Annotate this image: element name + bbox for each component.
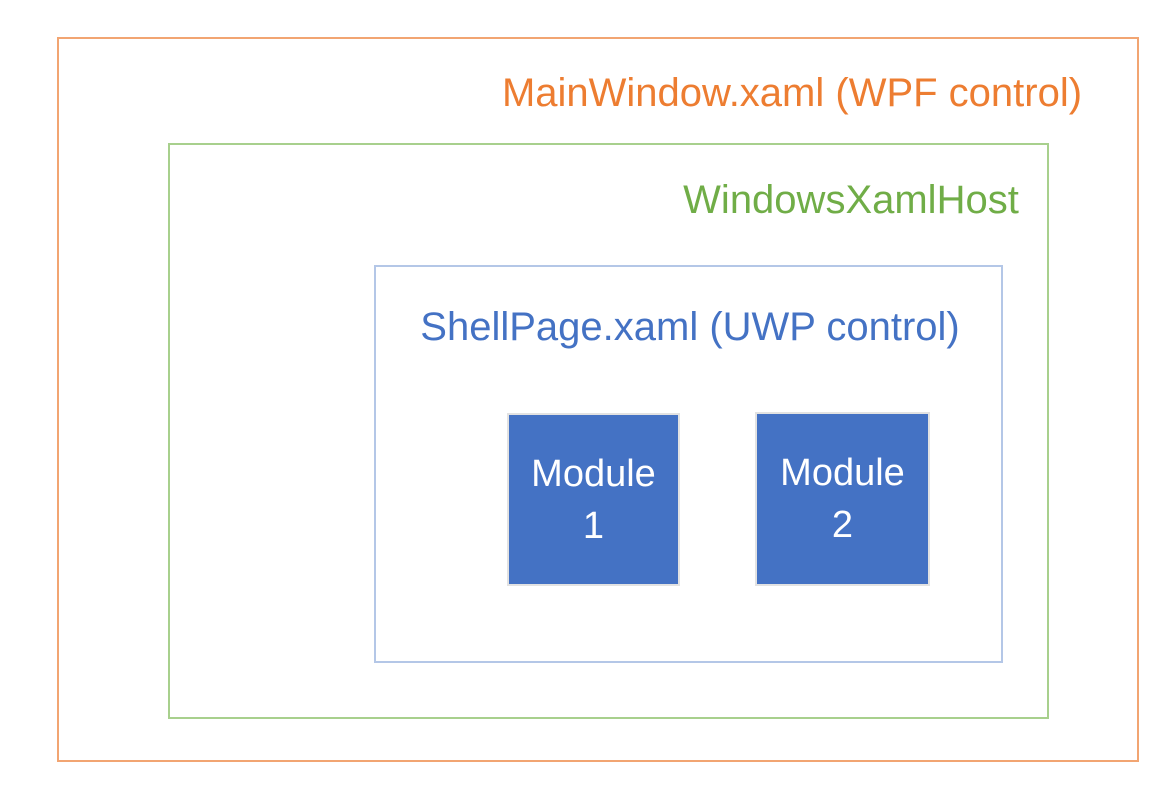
shellpage-label: ShellPage.xaml (UWP control) bbox=[420, 305, 960, 349]
windowsxamlhost-box: WindowsXamlHost ShellPage.xaml (UWP cont… bbox=[168, 143, 1049, 719]
mainwindow-box: MainWindow.xaml (WPF control) WindowsXam… bbox=[57, 37, 1139, 762]
windowsxamlhost-label: WindowsXamlHost bbox=[683, 178, 1019, 222]
module-1-label-line2: 1 bbox=[582, 504, 605, 547]
module-2-label-line2: 2 bbox=[831, 504, 854, 546]
module-2-box: Module 2 bbox=[755, 412, 930, 586]
module-1-label-line1: Module bbox=[531, 452, 656, 495]
module-2-label-line1: Module bbox=[780, 452, 905, 494]
mainwindow-label: MainWindow.xaml (WPF control) bbox=[501, 71, 1083, 115]
module-1-box: Module 1 bbox=[507, 413, 680, 586]
shellpage-box: ShellPage.xaml (UWP control) Module 1 Mo… bbox=[374, 265, 1003, 663]
